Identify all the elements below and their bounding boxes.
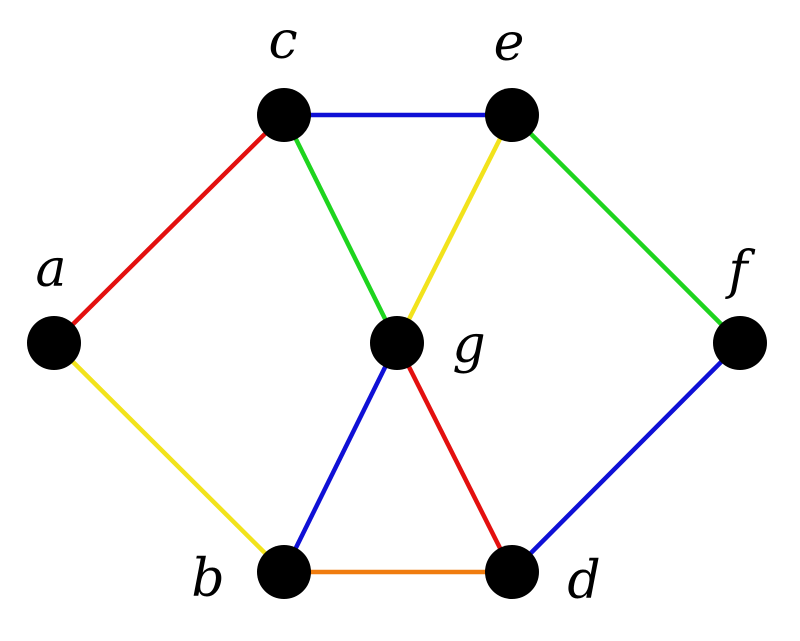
- vertex-e: [485, 88, 539, 142]
- edge-c-g: [281, 114, 400, 344]
- vertices-layer: [27, 88, 767, 599]
- labels-layer: a b c d e f g: [35, 11, 755, 611]
- vertex-d: [485, 545, 539, 599]
- edge-a-b: [52, 341, 286, 574]
- edge-e-g: [394, 113, 515, 345]
- vertex-g: [370, 316, 424, 370]
- edges-layer: [52, 112, 742, 575]
- edge-g-d: [394, 341, 515, 574]
- vertex-label-d: d: [567, 551, 600, 611]
- vertex-label-b: b: [191, 549, 224, 609]
- edge-g-b: [281, 342, 400, 573]
- vertex-label-a: a: [35, 239, 66, 299]
- vertex-label-c: c: [268, 11, 297, 71]
- vertex-b: [257, 545, 311, 599]
- vertex-f: [713, 316, 767, 370]
- vertex-c: [257, 88, 311, 142]
- edge-a-c: [52, 113, 286, 345]
- vertex-label-f: f: [724, 241, 755, 301]
- edge-f-d: [510, 341, 742, 574]
- vertex-a: [27, 316, 81, 370]
- vertex-label-e: e: [494, 13, 525, 73]
- edge-e-f: [510, 113, 742, 345]
- vertex-label-g: g: [452, 315, 485, 375]
